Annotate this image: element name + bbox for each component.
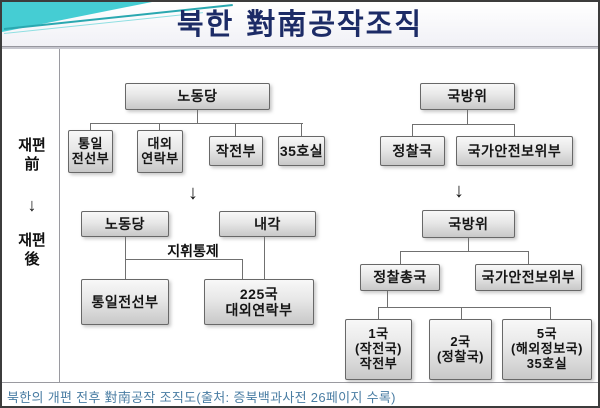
connector-line <box>461 307 462 319</box>
connector-line <box>90 123 91 131</box>
connector-line <box>528 251 529 264</box>
content-bottom-divider <box>2 382 598 383</box>
side-down-arrow-icon: ↓ <box>27 195 37 215</box>
connector-line <box>468 238 469 251</box>
org-box-workers-party-before: 노동당 <box>125 83 270 110</box>
command-control-label: 지휘통제 <box>167 243 219 259</box>
source-caption: 북한의 개편 전후 對南공작 조직도(출처: 증북백과사전 26페이지 수록) <box>7 390 396 405</box>
connector-line <box>301 123 302 137</box>
org-box-united-front-dept-before: 통일 전선부 <box>68 130 113 173</box>
org-box-bureau-5-overseas-intel: 5국 (해외정보국) 35호실 <box>502 319 592 380</box>
label-before-reorg: 재편 前 <box>18 137 46 173</box>
org-box-bureau-2-recon: 2국 (정찰국) <box>429 319 492 380</box>
connector-line <box>125 237 126 279</box>
org-box-recon-bureau-before: 정찰국 <box>380 136 445 166</box>
connector-line <box>400 251 529 252</box>
label-after-reorg: 재편 後 <box>18 232 46 268</box>
org-box-defense-commission-before: 국방위 <box>420 83 515 110</box>
org-box-operations-dept-before: 작전부 <box>209 136 263 166</box>
org-box-recon-general-bureau-after: 정찰총국 <box>360 264 440 291</box>
connector-line <box>378 307 379 319</box>
connector-line <box>400 251 401 264</box>
title-band: 북한 對南공작조직 <box>2 2 598 46</box>
connector-line <box>378 307 550 308</box>
connector-line <box>412 124 413 136</box>
org-box-bureau-1-operations: 1국 (작전국) 작전부 <box>345 319 412 380</box>
org-box-workers-party-after: 노동당 <box>81 211 169 237</box>
org-box-united-front-dept-after: 통일전선부 <box>81 279 169 325</box>
connector-line <box>159 123 160 131</box>
connector-line <box>387 291 388 307</box>
org-box-cabinet-after: 내각 <box>219 211 316 237</box>
connector-line <box>90 123 303 124</box>
org-box-state-security-after: 국가안전보위부 <box>475 264 582 291</box>
org-box-office-35-before: 35호실 <box>278 136 325 166</box>
connector-line <box>412 124 515 125</box>
connector-line <box>125 259 243 260</box>
org-box-defense-commission-after: 국방위 <box>422 210 515 238</box>
org-box-bureau-225-after: 225국 대외연락부 <box>204 279 314 325</box>
title-divider <box>2 46 598 49</box>
connector-line <box>235 123 236 137</box>
side-column-divider <box>59 49 60 382</box>
transition-down-arrow-icon: ↓ <box>454 180 464 202</box>
org-box-state-security-before: 국가안전보위부 <box>456 136 573 166</box>
connector-line <box>197 110 198 123</box>
transition-down-arrow-icon: ↓ <box>188 182 198 204</box>
page-title: 북한 對南공작조직 <box>176 7 424 41</box>
connector-line <box>242 259 243 279</box>
connector-line <box>467 110 468 124</box>
connector-line <box>550 307 551 319</box>
connector-line <box>264 237 265 279</box>
org-box-external-liaison-dept-before: 대외 연락부 <box>137 130 183 173</box>
connector-line <box>514 124 515 136</box>
